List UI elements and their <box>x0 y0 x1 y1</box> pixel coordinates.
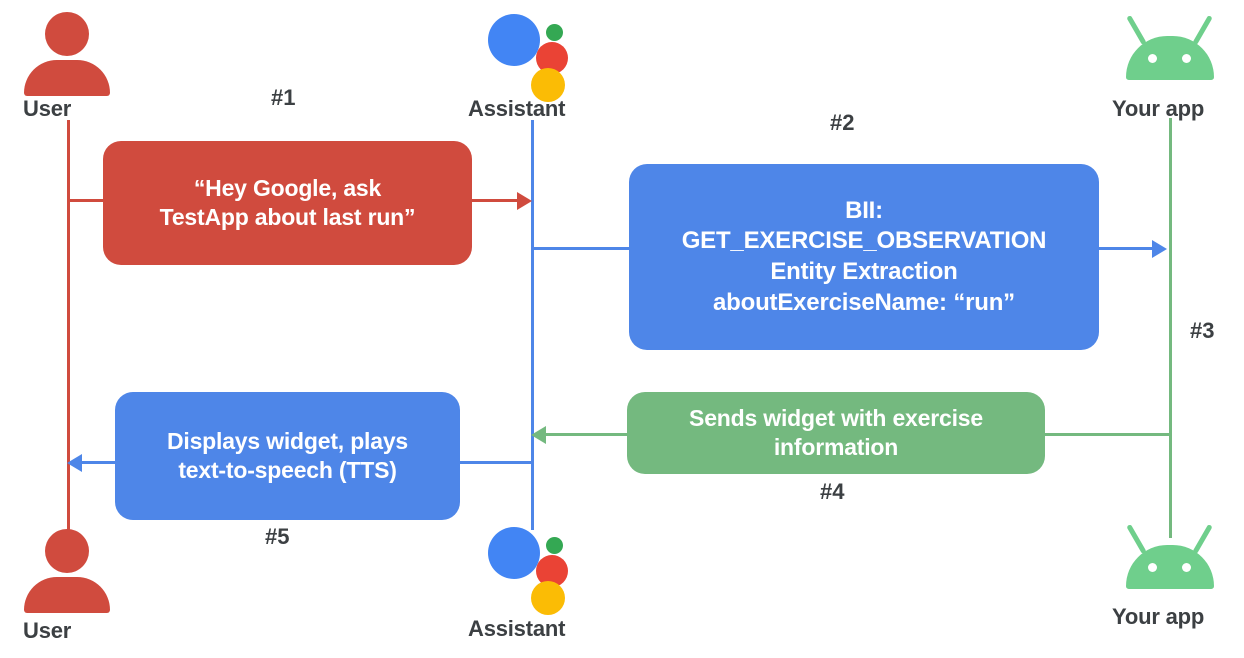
assistant-yellow-dot-icon <box>531 581 565 615</box>
user-head-shape <box>45 529 89 573</box>
step-label-4: #4 <box>820 479 845 504</box>
android-eye-left-icon <box>1148 563 1157 572</box>
step-label-5: #5 <box>265 524 290 549</box>
actor-label-assistant-bottom: Assistant <box>468 616 566 641</box>
android-eye-left-icon <box>1148 54 1157 63</box>
connector-step1-in <box>67 199 112 202</box>
android-antenna-left-icon <box>1126 524 1147 555</box>
assistant-icon <box>488 10 574 102</box>
android-eye-right-icon <box>1182 563 1191 572</box>
android-icon <box>1122 10 1218 88</box>
message-box-step5[interactable]: Displays widget, plays text-to-speech (T… <box>115 392 460 520</box>
android-antenna-right-icon <box>1192 524 1213 555</box>
user-icon <box>24 12 110 96</box>
message-box-step1[interactable]: “Hey Google, ask TestApp about last run” <box>103 141 472 265</box>
android-eye-right-icon <box>1182 54 1191 63</box>
android-antenna-right-icon <box>1192 15 1213 46</box>
message-box-step2[interactable]: BII: GET_EXERCISE_OBSERVATION Entity Ext… <box>629 164 1099 350</box>
arrow-step4-to-assistant <box>531 426 546 444</box>
assistant-blue-dot-icon <box>488 14 540 66</box>
actor-label-user-top: User <box>23 96 72 121</box>
arrow-step5-to-user <box>67 454 82 472</box>
user-head-shape <box>45 12 89 56</box>
arrow-step2-to-your-app <box>1152 240 1167 258</box>
actor-label-your-app-bottom: Your app <box>1112 604 1205 629</box>
android-antenna-left-icon <box>1126 15 1147 46</box>
android-head-shape <box>1126 545 1214 589</box>
lifeline-assistant <box>531 120 534 530</box>
step-label-2: #2 <box>830 110 855 135</box>
assistant-yellow-dot-icon <box>531 68 565 102</box>
connector-step2-in <box>531 247 631 250</box>
lifeline-user <box>67 120 70 540</box>
assistant-blue-dot-icon <box>488 527 540 579</box>
lifeline-your-app <box>1169 118 1172 538</box>
arrow-step1-to-assistant <box>517 192 532 210</box>
actor-label-user-bottom: User <box>23 618 72 643</box>
user-body-shape <box>24 577 110 613</box>
connector-step5-out <box>82 461 122 464</box>
assistant-green-dot-icon <box>546 537 563 554</box>
assistant-icon <box>488 523 574 615</box>
connector-step4-in <box>1043 433 1171 436</box>
android-head-shape <box>1126 36 1214 80</box>
connector-step1-out <box>467 199 527 202</box>
connector-step5-in <box>455 461 533 464</box>
connector-step4-out <box>545 433 635 436</box>
step-label-1: #1 <box>271 85 296 110</box>
actor-label-assistant-top: Assistant <box>468 96 566 121</box>
assistant-green-dot-icon <box>546 24 563 41</box>
step-label-3: #3 <box>1190 318 1215 343</box>
connector-step2-out <box>1097 247 1155 250</box>
user-icon <box>24 529 110 613</box>
user-body-shape <box>24 60 110 96</box>
actor-label-your-app-top: Your app <box>1112 96 1205 121</box>
android-icon <box>1122 519 1218 597</box>
message-box-step4[interactable]: Sends widget with exercise information <box>627 392 1045 474</box>
